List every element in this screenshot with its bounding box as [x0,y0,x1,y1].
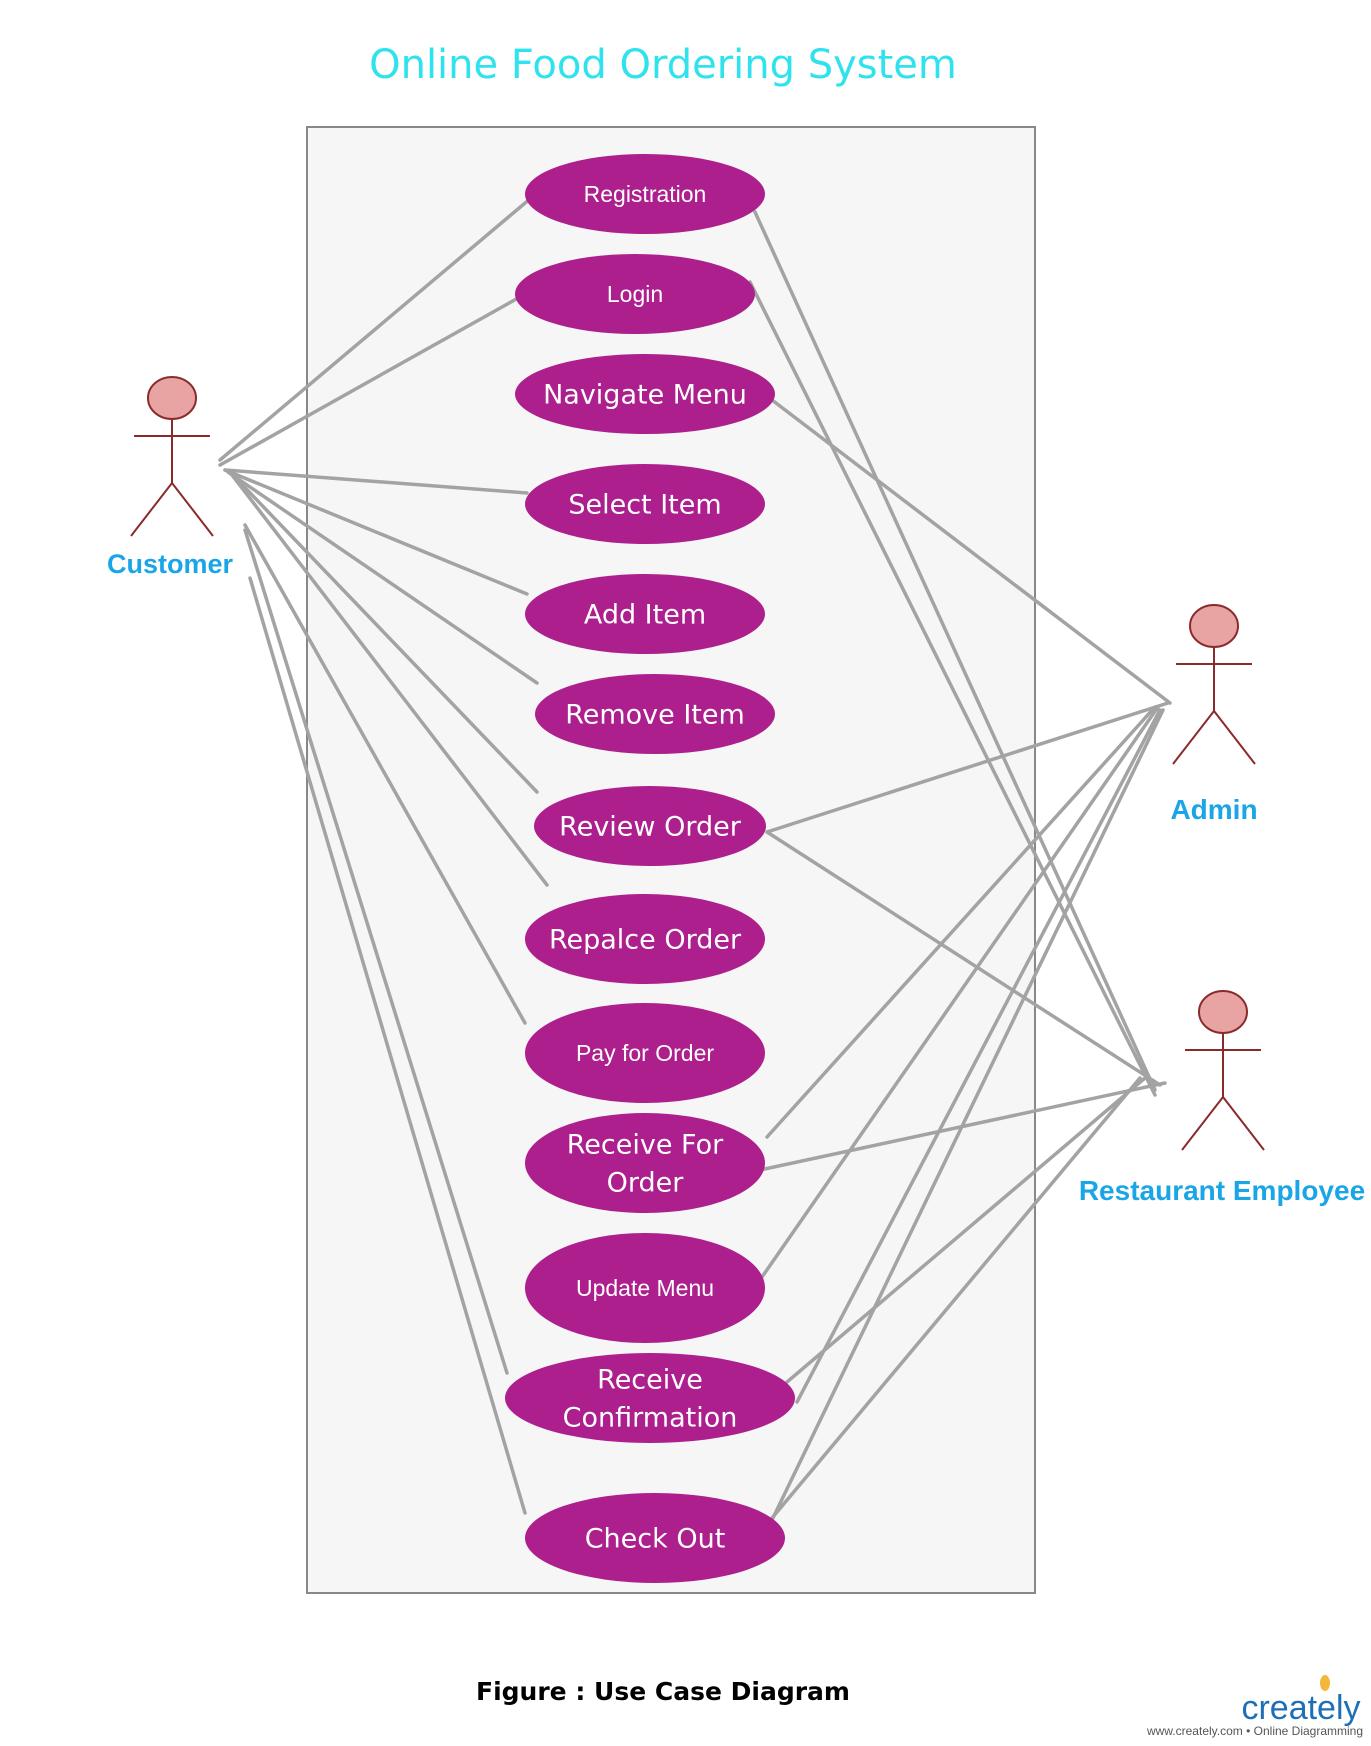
use-case-label: Receive For [567,1130,724,1161]
use-case-oval [525,1493,785,1583]
use-case-oval [525,1233,765,1343]
association-customer-remove-item [226,470,539,685]
association-customer-receive-confirmation [243,528,509,1375]
actor-customer: Customer [107,376,234,579]
use-case-oval [525,894,765,984]
creately-tagline: www.creately.com • Online Diagramming [1146,1724,1363,1738]
use-case-oval [525,154,765,234]
use-case-check-out[interactable]: Check Out [525,1493,785,1583]
actor-head-icon [1198,990,1248,1034]
association-employee-registration [753,210,1157,1092]
use-case-label: Update Menu [576,1275,714,1301]
association-employee-review-order [765,830,1162,1087]
use-case-label: Login [607,281,663,307]
use-case-remove-item[interactable]: Remove Item [535,674,775,754]
association-customer-pay-for-order [243,523,527,1025]
use-case-label: Remove Item [565,700,745,731]
use-case-pay-for-order[interactable]: Pay for Order [525,1003,765,1103]
use-case-oval [535,674,775,754]
association-admin-receive-confirmation [795,708,1162,1404]
actor-head-icon [147,376,197,420]
use-case-oval [515,354,775,434]
use-case-add-item[interactable]: Add Item [525,574,765,654]
actor-left-leg [1181,1096,1224,1151]
association-employee-check-out [770,1076,1142,1520]
association-admin-update-menu [760,705,1160,1279]
creately-logo-text: creately [1241,1689,1360,1727]
use-case-label: Confirmation [563,1402,738,1433]
association-admin-review-order [765,701,1170,834]
use-case-oval [505,1353,795,1443]
association-admin-navigate-menu [770,398,1172,705]
association-lines [218,191,1172,1522]
use-case-label: Pay for Order [576,1040,714,1066]
use-case-label: Receive [597,1365,703,1396]
use-case-oval [525,574,765,654]
association-customer-registration [218,191,539,462]
association-customer-select-item [223,468,529,495]
use-case-navigate-menu[interactable]: Navigate Menu [515,354,775,434]
use-case-review-order[interactable]: Review Order [534,786,766,866]
use-case-label: Repalce Order [549,925,742,956]
use-case-oval [525,464,765,544]
actor-admin: Admin [1170,604,1258,825]
association-admin-check-out [770,708,1165,1522]
use-case-oval [534,786,766,866]
association-employee-receive-for-order [758,1081,1167,1172]
use-case-login[interactable]: Login [515,254,755,334]
use-case-label: Review Order [559,812,742,843]
figure-caption: Figure : Use Case Diagram [476,1677,850,1706]
creately-logo: creately www.creately.com • Online Diagr… [1146,1675,1363,1738]
use-case-label: Check Out [585,1524,726,1555]
actor-left-leg [1172,710,1215,765]
use-case-label: Select Item [568,490,721,521]
association-employee-login [748,280,1157,1097]
actor-right-leg [1222,1096,1265,1151]
use-case-label: Navigate Menu [543,380,747,411]
actor-label: Customer [107,549,234,579]
actor-label: Admin [1170,794,1257,825]
association-employee-receive-confirmation [785,1076,1147,1384]
association-customer-login [218,291,529,467]
use-case-oval [525,1003,765,1103]
association-customer-review-order [228,470,539,794]
diagram-title: Online Food Ordering System [369,42,957,88]
use-case-label: Order [607,1167,685,1198]
use-case-registration[interactable]: Registration [525,154,765,234]
use-case-oval [515,254,755,334]
actor-right-leg [1213,710,1256,765]
actor-left-leg [130,482,173,537]
actor-head-icon [1189,604,1239,648]
lightbulb-icon [1320,1675,1330,1691]
use-case-repalce-order[interactable]: Repalce Order [525,894,765,984]
use-case-update-menu[interactable]: Update Menu [525,1233,765,1343]
use-case-label: Add Item [584,600,706,631]
actor-label: Restaurant Employee [1079,1175,1365,1206]
use-case-select-item[interactable]: Select Item [525,464,765,544]
actor-right-leg [171,482,214,537]
association-admin-receive-for-order [765,705,1157,1139]
association-customer-add-item [223,468,529,596]
use-case-oval [525,1113,765,1213]
association-customer-repalce-order [230,473,549,887]
actor-employee: Restaurant Employee [1079,990,1365,1206]
association-customer-check-out [248,576,527,1515]
use-case-label: Registration [584,181,707,207]
